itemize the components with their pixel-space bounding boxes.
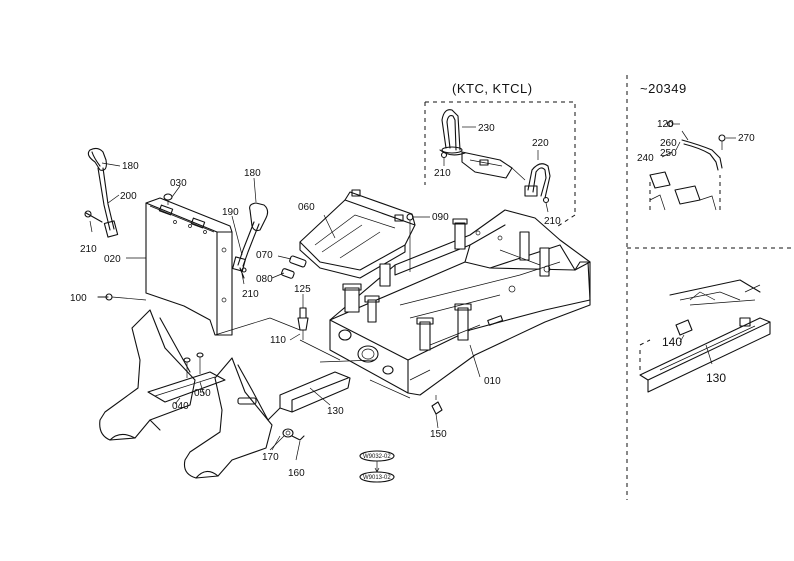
label-180-left: 180 (122, 161, 139, 172)
side-divider (626, 75, 794, 500)
bracket-060 (299, 189, 416, 279)
label-270: 270 (738, 133, 755, 144)
label-140: 140 (662, 335, 682, 349)
handle-230 (439, 109, 476, 156)
label-160: 160 (288, 468, 305, 479)
rail-130 (237, 371, 351, 421)
label-080: 080 (256, 274, 273, 285)
bolt-100 (97, 293, 113, 301)
label-010: 010 (484, 376, 501, 387)
label-150: 150 (430, 429, 447, 440)
label-220: 220 (532, 138, 549, 149)
panel-020 (145, 197, 233, 336)
label-200: 200 (120, 191, 137, 202)
crossbar-040 (147, 371, 226, 403)
pins-070-080 (281, 255, 307, 279)
bolts-210-inset (440, 151, 550, 213)
lever-180-left (87, 147, 119, 238)
fitting-125-110 (297, 294, 309, 340)
label-120: 120 (657, 119, 674, 130)
front-leg-left (99, 309, 196, 441)
label-020: 020 (104, 254, 121, 265)
front-leg-right (183, 357, 273, 479)
bolt-050 (183, 352, 204, 378)
header-ktc: (KTC, KTCL) (452, 81, 533, 96)
label-210-mid: 210 (242, 289, 259, 300)
bolt-150 (431, 395, 443, 415)
label-190: 190 (222, 207, 239, 218)
inset-frame-part (461, 151, 526, 181)
label-210-inset-left: 210 (434, 168, 451, 179)
label-130-side: 130 (706, 371, 726, 385)
label-090: 090 (432, 212, 449, 223)
label-050: 050 (194, 388, 211, 399)
label-210-inset-right: 210 (544, 216, 561, 227)
frame-010 (329, 209, 591, 396)
pin-170-160 (282, 428, 305, 441)
bolt-210-left (84, 210, 103, 233)
label-110: 110 (270, 335, 286, 346)
ref-code-1: W9032-02 (363, 454, 391, 460)
ref-code-2: W9013-02 (363, 475, 391, 481)
label-100: 100 (70, 293, 87, 304)
side-inset-bottom-parts (639, 279, 771, 393)
label-180-right: 180 (244, 168, 261, 179)
label-040: 040 (172, 401, 189, 412)
header-serial: ~20349 (640, 81, 687, 96)
label-070: 070 (256, 250, 273, 261)
label-260: 260 (660, 138, 677, 149)
bolt-030 (163, 193, 173, 205)
label-250: 250 (660, 148, 677, 159)
side-inset-top-parts (649, 120, 736, 211)
label-170: 170 (262, 452, 279, 463)
lever-180-right (232, 202, 269, 279)
label-125: 125 (294, 284, 311, 295)
handle-220 (524, 150, 551, 199)
label-230: 230 (478, 123, 495, 134)
part-labels: (KTC, KTCL) ~20349 180 200 210 030 180 1… (70, 81, 755, 479)
label-130: 130 (327, 406, 344, 417)
leader-lines (101, 162, 481, 461)
reference-codes: W9032-02 W9013-02 (359, 450, 395, 483)
label-240: 240 (637, 153, 654, 164)
label-060: 060 (298, 202, 315, 213)
label-030: 030 (170, 178, 187, 189)
ktc-inset-frame (424, 101, 576, 229)
label-210-left: 210 (80, 244, 97, 255)
